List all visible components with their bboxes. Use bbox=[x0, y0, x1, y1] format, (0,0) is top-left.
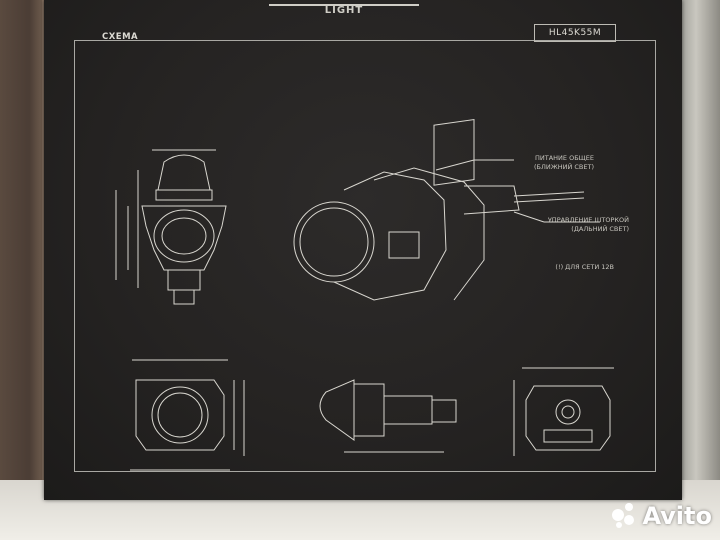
brand-logo: LIGHT bbox=[249, 0, 439, 20]
bottom-front-drawing bbox=[130, 359, 245, 471]
schema-title: СХЕМА bbox=[102, 32, 139, 42]
model-code: HL45K55M bbox=[534, 24, 616, 42]
side-view-drawing bbox=[319, 379, 457, 453]
rear-view-drawing bbox=[513, 367, 614, 456]
avito-watermark: Avito bbox=[612, 502, 712, 530]
callout-network: (!) ДЛЯ СЕТИ 12В bbox=[555, 263, 614, 271]
box-panel: LIGHT СХЕМА HL45K55M ПИТАНИЕ ОБЩЕЕ (БЛИЖ… bbox=[44, 0, 682, 500]
logo-bars bbox=[269, 0, 419, 6]
front-view-drawing bbox=[115, 149, 227, 305]
avito-word: Avito bbox=[642, 502, 712, 530]
avito-logo-icon bbox=[612, 503, 638, 529]
logo-word: LIGHT bbox=[324, 5, 364, 16]
callout-power: ПИТАНИЕ ОБЩЕЕ (БЛИЖНИЙ СВЕТ) bbox=[533, 154, 594, 171]
callout-shutter: УПРАВЛЕНИЕ ШТОРКОЙ (ДАЛЬНИЙ СВЕТ) bbox=[547, 216, 629, 233]
schematic-frame bbox=[74, 40, 656, 472]
box-side-left bbox=[0, 0, 42, 540]
technical-drawings bbox=[115, 118, 614, 471]
box-side-right bbox=[680, 0, 720, 540]
perspective-drawing bbox=[293, 118, 600, 301]
